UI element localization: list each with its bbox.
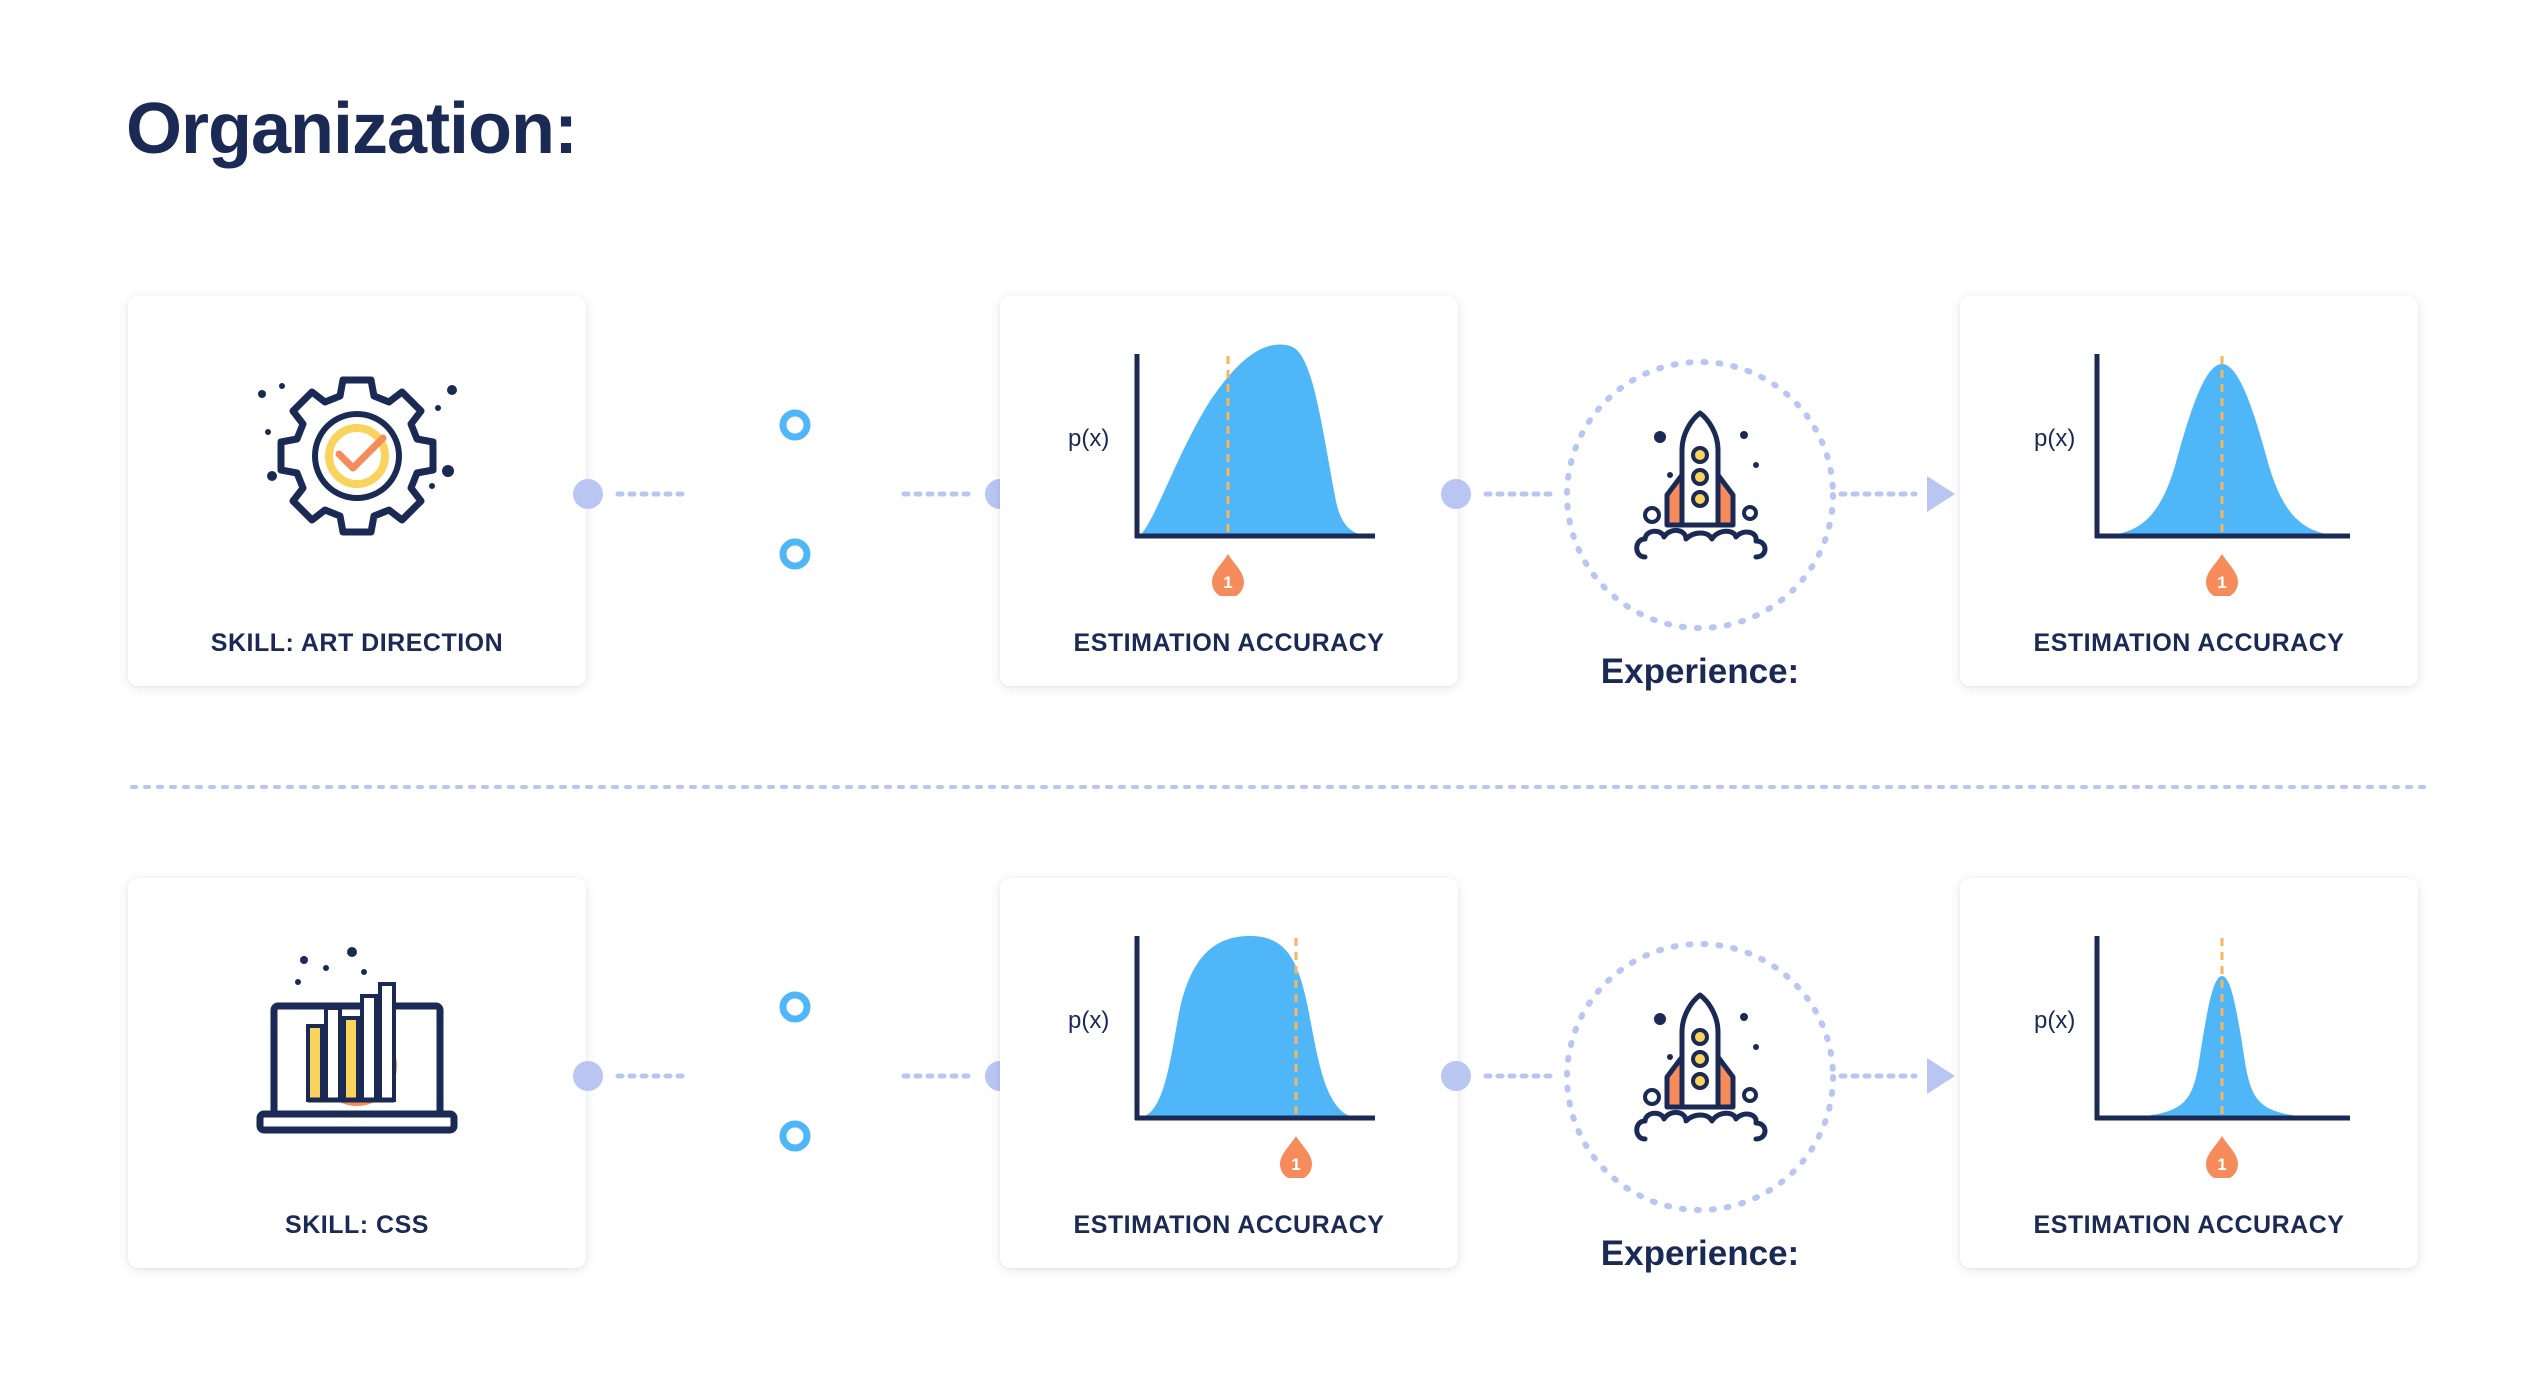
y-axis-label: p(x): [1068, 425, 1109, 452]
experience-label: Experience:: [1600, 1234, 1800, 1273]
experience-circle: [1564, 941, 1836, 1213]
alternative-markers: [779, 409, 811, 570]
experience-label: Experience:: [1600, 652, 1800, 691]
connector-to-experience: [1441, 479, 1554, 509]
marker-label: 1: [1223, 573, 1232, 592]
ring-marker-bottom: [779, 538, 811, 570]
connector-left: [573, 1061, 688, 1091]
skill-label: SKILL: ART DIRECTION: [210, 629, 504, 657]
rocket-icon: [1634, 992, 1768, 1142]
laptop-chart-icon: [256, 947, 458, 1134]
y-axis-label: p(x): [2034, 425, 2075, 452]
connector-left: [573, 479, 688, 509]
arrow-head-icon: [1927, 476, 1955, 512]
connector-to-experience: [1441, 1061, 1554, 1091]
distribution-curve: [1137, 344, 1372, 536]
rocket-icon: [1634, 410, 1768, 560]
posterior-distribution-chart: 1 p(x): [2034, 354, 2350, 596]
ring-marker-top: [779, 409, 811, 441]
skill-card: SKILL: ART DIRECTION: [128, 296, 586, 686]
connector-arrow: [1838, 1058, 1955, 1094]
estimation-label: ESTIMATION ACCURACY: [1073, 629, 1385, 657]
ring-marker-bottom: [779, 1120, 811, 1152]
connector-arrow: [1838, 476, 1955, 512]
skill-row-css: SKILL: CSS 1 p(x) ESTIMATION ACCURACY: [0, 872, 2544, 1292]
posterior-estimation-card: 1 p(x) ESTIMATION ACCURACY: [1960, 878, 2418, 1268]
ring-marker-top: [779, 991, 811, 1023]
marker-pin-icon: [2206, 1136, 2238, 1178]
marker-pin-icon: [1212, 554, 1244, 596]
marker-label: 1: [1291, 1155, 1300, 1174]
gear-check-icon: [258, 376, 457, 536]
prior-distribution-chart: 1 p(x): [1068, 344, 1375, 596]
row-divider: [130, 785, 2430, 789]
alternative-markers: [779, 991, 811, 1152]
skill-card: SKILL: CSS: [128, 878, 586, 1268]
y-axis-label: p(x): [1068, 1007, 1109, 1034]
estimation-label: ESTIMATION ACCURACY: [1073, 1211, 1385, 1239]
prior-estimation-card: 1 p(x) ESTIMATION ACCURACY: [1000, 878, 1458, 1268]
prior-estimation-card: 1 p(x) ESTIMATION ACCURACY: [1000, 296, 1458, 686]
distribution-curve: [2097, 976, 2347, 1118]
posterior-distribution-chart: 1 p(x): [2034, 936, 2350, 1178]
marker-label: 1: [2217, 573, 2226, 592]
page-title: Organization:: [126, 89, 578, 169]
distribution-curve: [2097, 364, 2347, 536]
y-axis-label: p(x): [2034, 1007, 2075, 1034]
distribution-curve: [1137, 936, 1360, 1118]
marker-label: 1: [2217, 1155, 2226, 1174]
arrow-head-icon: [1927, 1058, 1955, 1094]
marker-pin-icon: [2206, 554, 2238, 596]
marker-pin-icon: [1280, 1136, 1312, 1178]
estimation-label: ESTIMATION ACCURACY: [2033, 1211, 2345, 1239]
prior-distribution-chart: 1 p(x): [1068, 936, 1375, 1178]
skill-row-art-direction: SKILL: ART DIRECTION 1 p(x) ESTIMATION A…: [0, 290, 2544, 710]
skill-label: SKILL: CSS: [285, 1211, 429, 1239]
experience-circle: [1564, 359, 1836, 631]
estimation-label: ESTIMATION ACCURACY: [2033, 629, 2345, 657]
posterior-estimation-card: 1 p(x) ESTIMATION ACCURACY: [1960, 296, 2418, 686]
